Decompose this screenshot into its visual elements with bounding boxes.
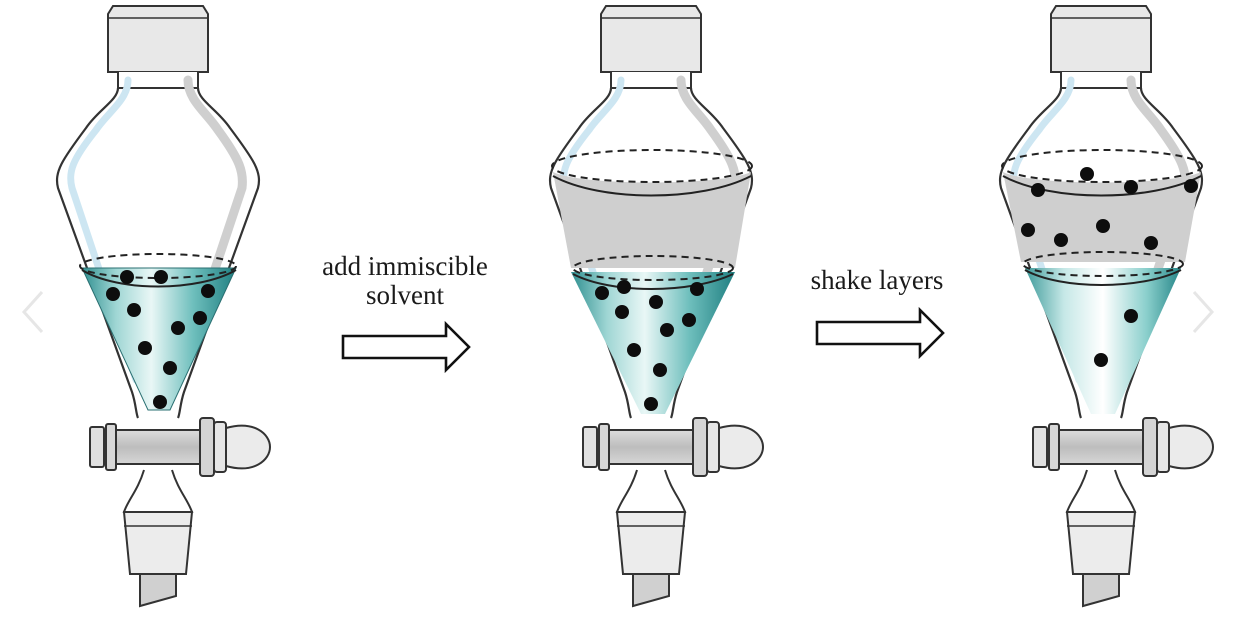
aqueous-layer	[571, 272, 735, 414]
funnel-initial	[57, 6, 270, 606]
right-arrow-icon	[815, 306, 945, 360]
step-label-add-solvent: add immiscible solvent	[292, 252, 518, 310]
right-arrow-icon	[341, 320, 471, 374]
step-label-shake: shake layers	[782, 266, 972, 295]
step-label-line: add immiscible	[322, 251, 488, 281]
particles	[106, 270, 215, 409]
aqueous-layer	[1025, 268, 1181, 414]
step-label-line: shake layers	[810, 265, 944, 295]
chevron-right-icon	[1192, 290, 1215, 334]
particles	[1021, 167, 1198, 367]
organic-layer	[553, 172, 751, 268]
funnel-after-shaking	[1000, 6, 1213, 606]
chevron-left-icon	[21, 290, 44, 334]
carousel-prev-button[interactable]	[8, 272, 48, 352]
particles	[595, 280, 704, 411]
funnel-after-solvent	[550, 6, 763, 606]
carousel-next-button[interactable]	[1188, 272, 1228, 352]
step-label-line: solvent	[366, 280, 444, 310]
aqueous-layer	[82, 268, 236, 410]
